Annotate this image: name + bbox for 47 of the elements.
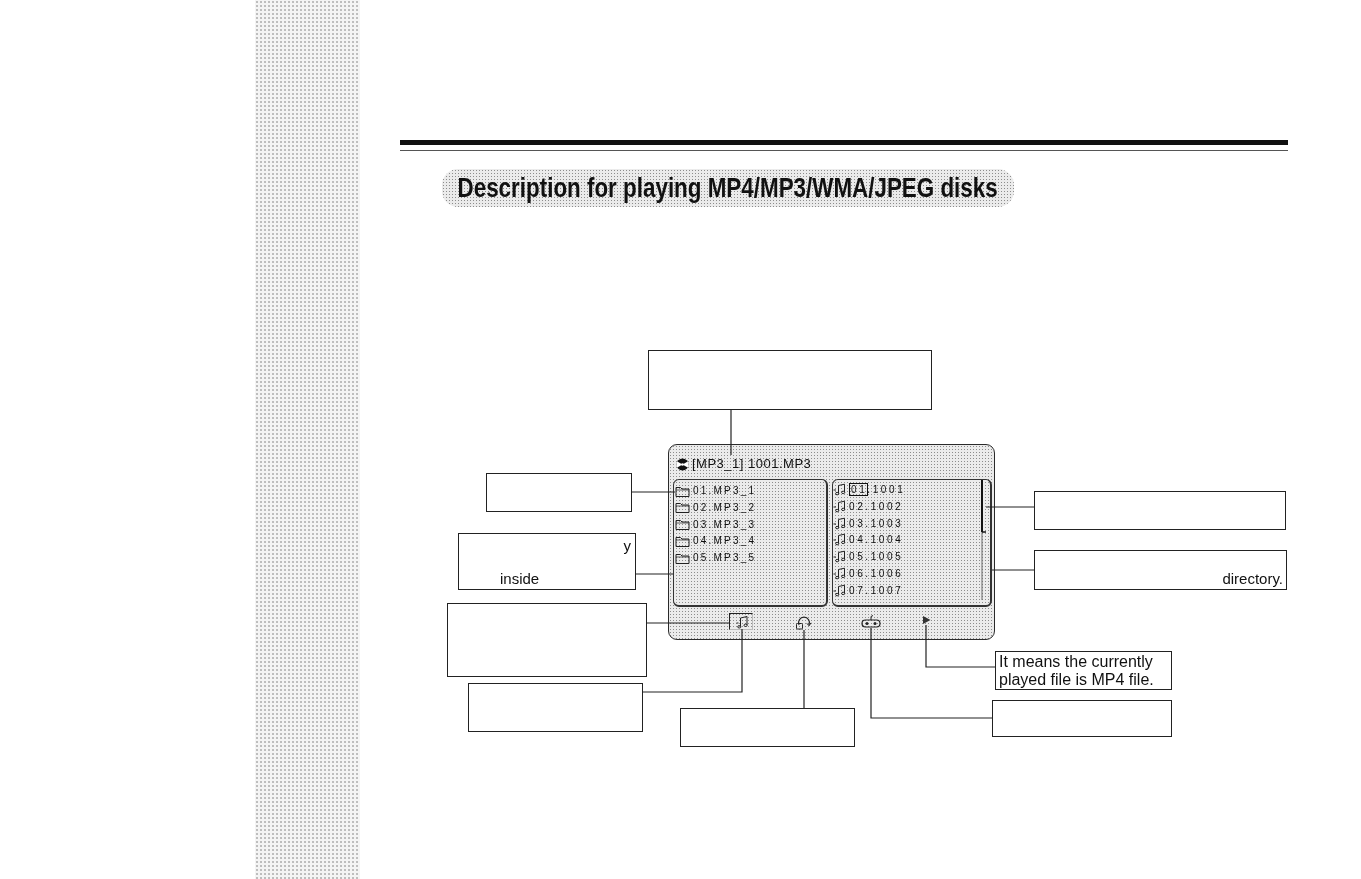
callout-text: inside bbox=[500, 570, 540, 587]
callout-box bbox=[995, 651, 1172, 690]
callout-box bbox=[680, 708, 855, 747]
folder-list-panel bbox=[673, 479, 828, 607]
leader-line bbox=[631, 491, 676, 493]
callout-box bbox=[447, 603, 647, 677]
leader-line bbox=[646, 622, 730, 624]
leader-line bbox=[642, 628, 743, 693]
selection-frame bbox=[729, 613, 753, 630]
circular-arrow-icon bbox=[795, 614, 813, 630]
callout-box bbox=[458, 533, 636, 590]
file-name: 04.1004 bbox=[849, 533, 904, 548]
file-list-panel bbox=[832, 479, 992, 607]
callout-box bbox=[992, 700, 1172, 737]
folder-name: 05.MP3_5 bbox=[693, 551, 757, 566]
folder-name: 03.MP3_3 bbox=[693, 517, 757, 532]
callout-box bbox=[1034, 550, 1287, 590]
leader-line bbox=[635, 573, 674, 575]
file-name: 01.1001 bbox=[849, 483, 906, 497]
leader-line bbox=[925, 624, 996, 668]
callout-box bbox=[468, 683, 643, 732]
callout-text: directory. bbox=[1222, 570, 1283, 587]
callout-box bbox=[486, 473, 632, 512]
file-name: 06.1006 bbox=[849, 567, 904, 581]
folder-name: 04.MP3_4 bbox=[693, 534, 757, 549]
folder-name: 02.MP3_2 bbox=[693, 500, 757, 515]
leader-line bbox=[985, 506, 1035, 508]
page-title: Description for playing MP4/MP3/WMA/JPEG disks bbox=[457, 172, 999, 204]
leader-line bbox=[730, 409, 732, 456]
callout-box bbox=[1034, 491, 1286, 530]
play-icon bbox=[922, 615, 931, 625]
gamepad-icon bbox=[861, 615, 881, 628]
folder-name: 01.MP3_1 bbox=[693, 484, 757, 498]
leader-line bbox=[870, 627, 993, 719]
callout-text: It means the currently played file is MP4 file. bbox=[999, 653, 1155, 689]
track-title: [MP3_1] 1001.MP3 bbox=[692, 455, 812, 473]
screen-display bbox=[668, 444, 995, 640]
scrollbar bbox=[978, 480, 986, 600]
leader-line bbox=[803, 629, 805, 709]
leader-line bbox=[991, 569, 1035, 571]
file-name: 07.1007 bbox=[849, 583, 904, 598]
callout-text: y bbox=[623, 537, 631, 554]
file-name: 03.1003 bbox=[849, 516, 904, 531]
file-name: 05.1005 bbox=[849, 550, 904, 565]
music-note-icon bbox=[736, 615, 748, 629]
file-name: 02.1002 bbox=[849, 499, 904, 514]
callout-box bbox=[648, 350, 932, 410]
